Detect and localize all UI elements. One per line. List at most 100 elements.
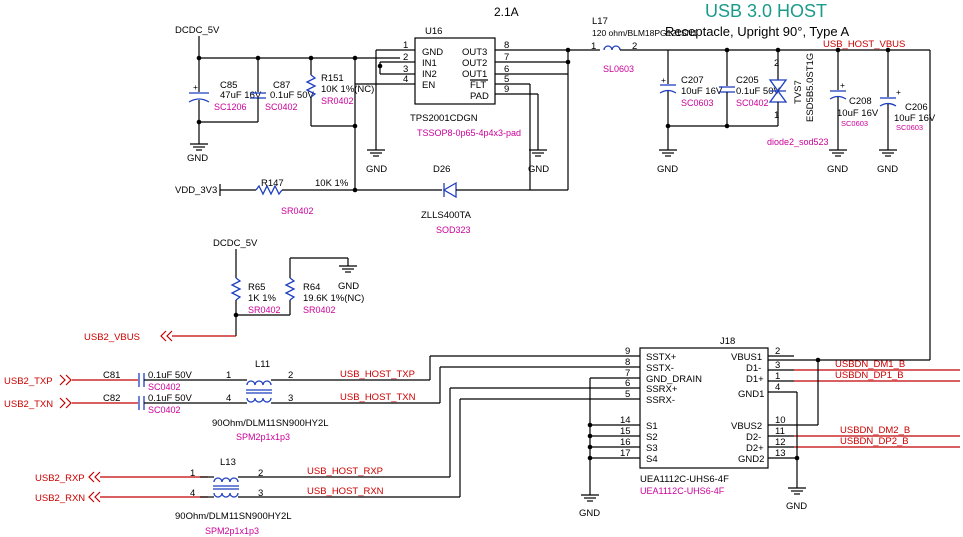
c87-value: 0.1uF 50V	[270, 90, 314, 101]
u16-pinnum-7: 7	[504, 52, 509, 63]
l13-pin1: 1	[190, 468, 195, 479]
tvs7-part: ESD5B5.0ST1G	[805, 53, 816, 122]
usb2-rxn-port: USB2_RXN	[35, 491, 208, 504]
resistor-r147: VDD_3V3 R147 10K 1% SR0402	[175, 178, 355, 216]
j18-left-wiring: GND	[429, 355, 612, 519]
gnd-label-c85: GND	[187, 153, 208, 164]
net-label-dcdc-5v: DCDC_5V	[175, 25, 220, 36]
net-label-usbdn-dp2: USBDN_DP2_B	[840, 436, 909, 447]
j18-pinnum-15: 15	[620, 426, 631, 437]
resistor-r64: GND R64 19.6K 1%(NC) SR0402	[236, 257, 364, 316]
j18-pin-vbus2: VBUS2	[731, 421, 762, 432]
u16-pin-out1: OUT1	[462, 69, 487, 80]
j18-pin-d1-plus: D1+	[746, 374, 764, 385]
svg-text:+: +	[896, 87, 901, 97]
tvs7-ref: TVS7	[793, 80, 804, 104]
tvs7-pin2: 2	[774, 58, 779, 69]
l11-footprint: SPM2p1x1p3	[236, 432, 290, 442]
j18-pin-gnd-drain: GND_DRAIN	[646, 374, 702, 385]
common-mode-choke-l11: L11 1 2 4 3 90Ohm/DLM11SN900HY2L SPM2p1x…	[212, 359, 440, 442]
c206-value: 10uF 16V	[894, 113, 936, 124]
j18-pin-ssrx-minus: SSRX-	[646, 395, 675, 406]
u16-pin-pad: PAD	[470, 91, 489, 102]
j18-part: UEA1112C-UHS6-4F	[640, 474, 729, 485]
c207-footprint: SC0603	[681, 98, 714, 108]
r147-ref: R147	[261, 178, 284, 189]
u16-pin-out3: OUT3	[462, 47, 487, 58]
r65-ref: R65	[248, 282, 265, 293]
j18-pin-ssrx-plus: SSRX+	[646, 384, 678, 395]
u16-pinnum-4: 4	[403, 74, 408, 85]
c81-footprint: SC0402	[148, 382, 181, 392]
tvs7-pin1: 1	[774, 110, 779, 121]
capacitor-c82: C82 0.1uF 50V SC0402	[103, 393, 228, 415]
gnd-label-c208: GND	[827, 164, 848, 175]
l17-value: 120 ohm/BLM18PG121SN1	[592, 28, 698, 38]
j18-pinnum-9: 9	[625, 346, 630, 357]
connector-j18: J18 9 8 7 6 5 14 15 16 17 SSTX+ SSTX- GN…	[612, 336, 818, 496]
c207-value: 10uF 16V	[681, 86, 723, 97]
dcdc-5v-mid-net: DCDC_5V	[213, 238, 258, 278]
j18-pin-gnd1: GND1	[738, 389, 764, 400]
r64-ref: R64	[303, 282, 320, 293]
net-label-vdd-3v3: VDD_3V3	[175, 185, 217, 196]
j18-pinnum-7: 7	[625, 368, 630, 379]
svg-text:+: +	[193, 82, 198, 92]
net-label-usb2-rxp: USB2_RXP	[35, 473, 85, 484]
u16-pinnum-8: 8	[504, 40, 509, 51]
capacitor-c207: + GND C207 10uF 16V SC0603	[657, 75, 778, 175]
c206-footprint: SC0603	[896, 123, 923, 132]
page-subtitle: Receptacle, Upright 90°, Type A	[665, 24, 850, 39]
c208-ref: C208	[849, 96, 872, 107]
capacitor-c206: + GND C206 10uF 16V SC0603	[877, 50, 936, 175]
dcdc-5v-top-net: DCDC_5V	[175, 25, 400, 61]
c206-ref: C206	[905, 102, 928, 113]
l13-ref: L13	[220, 457, 236, 468]
l13-pin2: 2	[258, 468, 263, 479]
r64-footprint: SR0402	[303, 305, 336, 315]
j18-ref: J18	[720, 336, 735, 347]
c85-value: 47uF 16V	[220, 90, 262, 101]
u16-gnd: GND	[366, 49, 400, 175]
l11-ref: L11	[255, 359, 270, 370]
c85-ref: C85	[220, 80, 237, 91]
j18-pin-vbus1: VBUS1	[731, 352, 762, 363]
gnd-label-u16: GND	[366, 164, 387, 175]
r151-value: 10K 1%(NC)	[321, 84, 374, 95]
j18-pin-s3: S3	[646, 443, 658, 454]
net-label-usb-host-txp: USB_HOST_TXP	[340, 369, 415, 380]
c87-footprint: SC0402	[265, 102, 298, 112]
j18-pinnum-16: 16	[620, 437, 631, 448]
svg-text:+: +	[661, 75, 666, 85]
net-label-usb-host-rxp: USB_HOST_RXP	[307, 466, 383, 477]
l13-pin3: 3	[258, 488, 263, 499]
u16-pin-in1: IN1	[422, 58, 437, 69]
net-label-usb-host-rxn: USB_HOST_RXN	[307, 486, 384, 497]
j18-pinnum-5: 5	[625, 389, 630, 400]
c82-ref: C82	[103, 393, 120, 404]
usb2-txp-port: USB2_TXP	[4, 374, 138, 387]
gnd-label-c207: GND	[657, 164, 678, 175]
l13-pin4: 4	[190, 488, 195, 499]
l17-ref: L17	[592, 16, 608, 27]
j18-pinnum-1: 1	[775, 371, 780, 382]
j18-pin-d2-plus: D2+	[746, 443, 764, 454]
j18-pinnum-17: 17	[620, 448, 631, 459]
j18-pinnum-8: 8	[625, 357, 630, 368]
l17-pin1: 1	[591, 41, 596, 52]
c85-footprint: SC1206	[214, 102, 247, 112]
resistor-r65: R65 1K 1% SR0402	[230, 277, 281, 336]
u16-pin-flt: FLT	[470, 80, 486, 91]
j18-right-wiring: USBDN_DM1_B USBDN_DP1_B USBDN_DM2_B USBD…	[786, 357, 960, 512]
c81-ref: C81	[103, 370, 120, 381]
l13-footprint: SPM2p1x1p3	[205, 526, 259, 536]
svg-text:+: +	[840, 80, 845, 90]
j18-pin-s2: S2	[646, 432, 658, 443]
u16-pinnum-3: 3	[403, 64, 408, 75]
gnd-label-c206: GND	[877, 164, 898, 175]
j18-pinnum-4: 4	[775, 382, 780, 393]
usb2-txn-port: USB2_TXN	[4, 397, 138, 410]
j18-pinnum-13: 13	[775, 448, 786, 459]
j18-pin-gnd2: GND2	[738, 454, 764, 465]
